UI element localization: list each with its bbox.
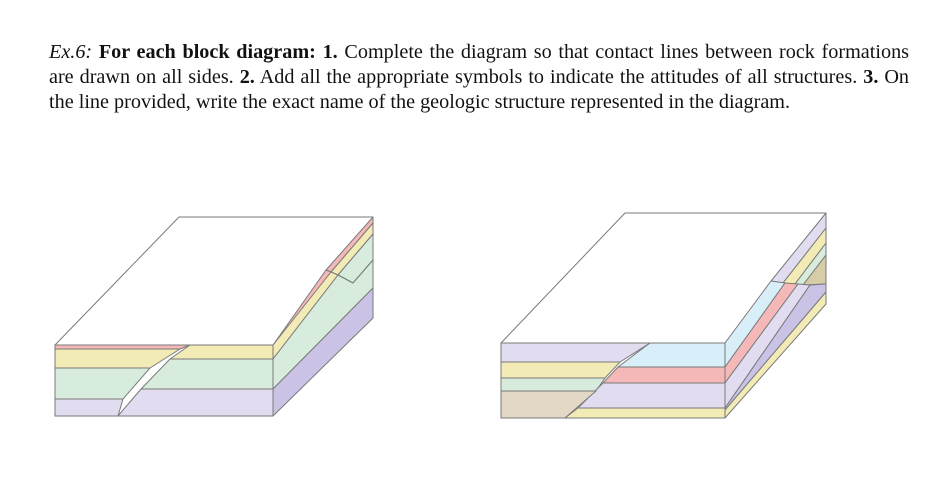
diagram-2-front-pink-layer <box>602 366 726 384</box>
block-diagram-2 <box>500 212 827 419</box>
exercise-label: Ex.6: <box>49 41 93 63</box>
diagram-2-front-yellow-left <box>500 361 621 379</box>
diagram-2-side-yellow-bottom <box>724 291 827 419</box>
diagram-1-front-pink-layer <box>54 344 191 350</box>
block-diagram-1 <box>54 216 374 417</box>
step-2-number: 2. <box>239 65 255 88</box>
step-2-text: Add all the appropriate symbols to indic… <box>259 65 858 88</box>
diagram-1-front-lavender-left <box>54 398 124 417</box>
step-3-number: 3. <box>863 65 879 88</box>
diagram-1-front-lavender-right <box>117 388 274 417</box>
diagram-1-side-purple-layer <box>272 287 374 417</box>
diagram-1-front-yellow-left <box>54 348 181 369</box>
exercise-instructions: Ex.6: For each block diagram: 1. Complet… <box>49 40 909 114</box>
step-1-number: 1. <box>322 41 338 63</box>
diagram-2-front-yellow-bottom <box>564 407 726 419</box>
diagram-2-front-lavender-right <box>577 382 726 409</box>
step-1-text: Complete the diagram so that contact lin… <box>49 41 910 88</box>
step-3-text: On the line provided, write the exact na… <box>49 65 910 113</box>
diagram-2-front-green-left <box>500 377 606 392</box>
diagram-1-front-green-left <box>54 367 151 400</box>
diagram-1-front-green-right <box>140 358 274 390</box>
exercise-intro: For each block diagram: <box>98 41 316 63</box>
